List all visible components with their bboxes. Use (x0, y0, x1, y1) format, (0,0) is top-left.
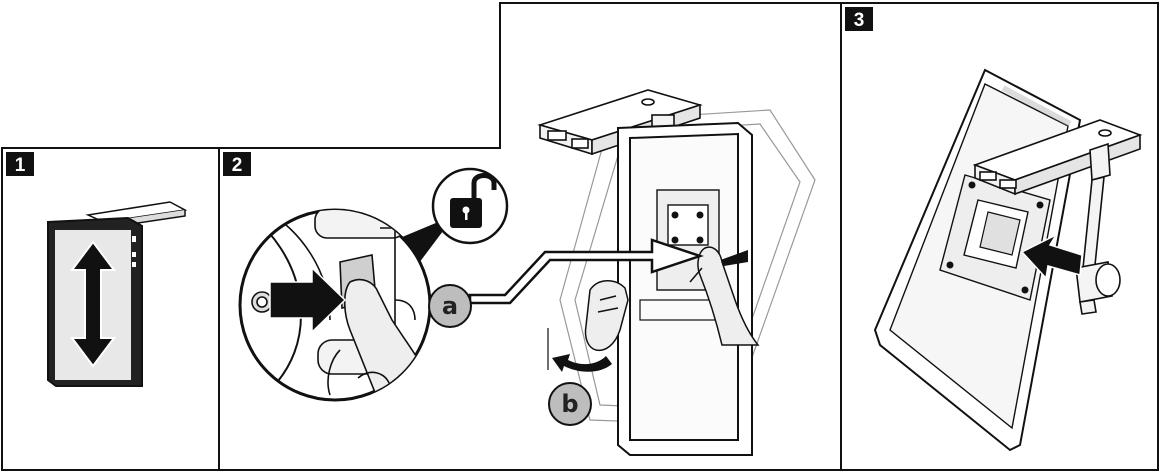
unlocked-padlock-icon (431, 167, 509, 245)
hand-right (689, 246, 760, 346)
svg-text:a: a (442, 292, 458, 320)
vertical-double-arrow-icon (70, 240, 116, 368)
hand-left (584, 280, 629, 352)
connector-arrow (468, 238, 704, 305)
mount-pole-3 (1075, 142, 1121, 315)
panel-3-illustration (873, 68, 1143, 452)
panel-1-illustration (47, 201, 188, 387)
step-badge-3: 3 (845, 7, 873, 31)
curved-rotate-arrow-icon (552, 354, 612, 372)
svg-text:1: 1 (15, 155, 26, 176)
step-badge-2: 2 (223, 152, 251, 176)
callout-b: b (548, 382, 592, 426)
svg-text:3: 3 (854, 10, 865, 31)
monitor-portrait-large (617, 121, 753, 456)
callout-a: a (428, 284, 472, 328)
panel-2-illustration: a b (238, 89, 816, 456)
svg-text:b: b (561, 390, 578, 418)
push-arrow-icon (269, 266, 347, 334)
push-arrow-icon (715, 250, 748, 266)
push-arrow-icon (1020, 233, 1083, 280)
svg-text:2: 2 (232, 155, 243, 176)
monitor-tilted (873, 68, 1082, 452)
step-badge-1: 1 (6, 152, 34, 176)
magnified-detail (238, 208, 455, 402)
